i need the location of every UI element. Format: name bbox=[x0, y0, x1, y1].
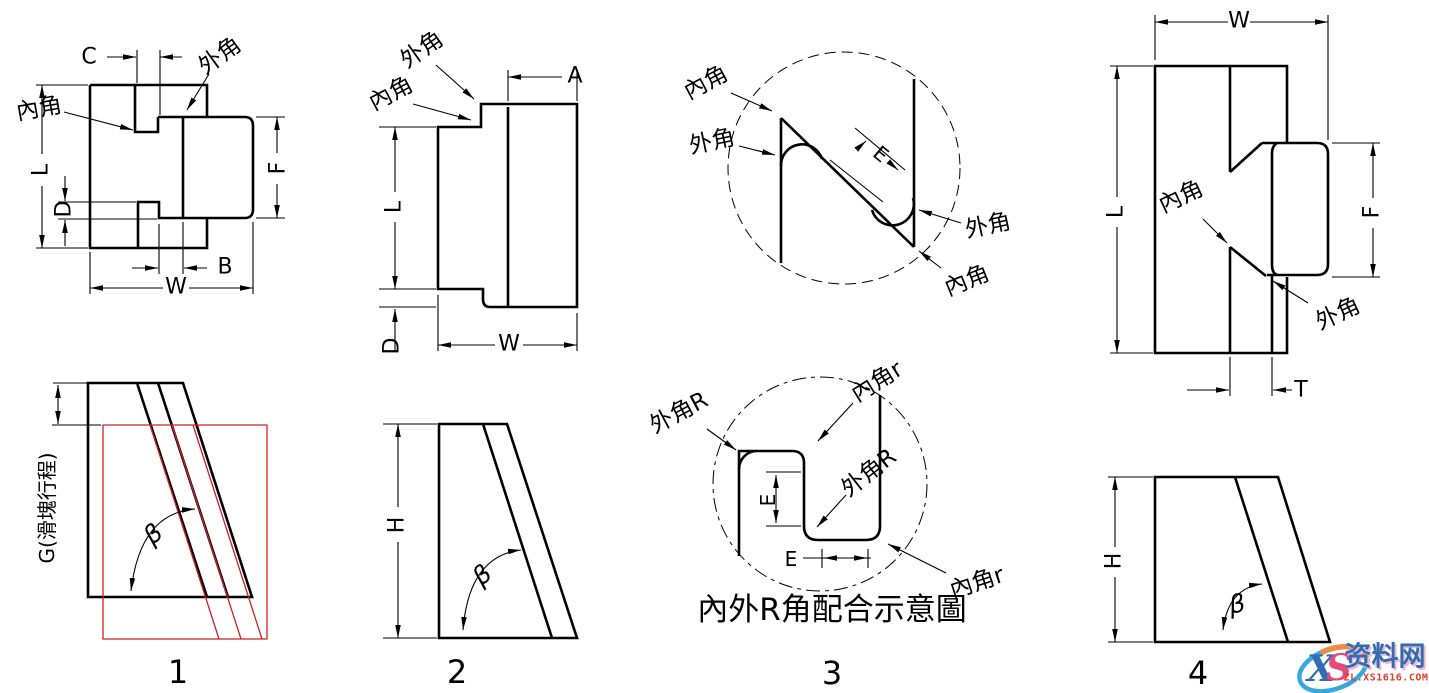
dim-d: D bbox=[380, 338, 405, 355]
fig3-right-fillet-arc bbox=[870, 197, 916, 227]
fig3-left-fillet-arc bbox=[779, 143, 824, 167]
dim-l: L bbox=[1104, 205, 1129, 218]
fig3-top-detail-circle: E 內角 外角 外角 內角 bbox=[680, 51, 1013, 302]
label-inner-r-top: 內角r bbox=[847, 356, 908, 408]
figure-3-number: 3 bbox=[822, 654, 842, 692]
leader-inner-corner bbox=[63, 111, 134, 131]
fig2-angle-arc bbox=[461, 548, 522, 631]
label-outer-corner-left: 外角 bbox=[687, 125, 737, 160]
label-slider-stroke: G(滑塊行程) bbox=[35, 452, 59, 563]
watermark-site-url: ZL.XS1616.COM bbox=[1344, 673, 1429, 684]
dim-c: C bbox=[81, 45, 96, 70]
leader-inner-corner bbox=[412, 103, 472, 121]
detail-circle bbox=[727, 51, 961, 285]
logo-letter-x: X bbox=[1305, 648, 1337, 690]
dim-l: L bbox=[382, 200, 407, 213]
dim-w: W bbox=[498, 332, 520, 357]
label-outer-corner: 外角 bbox=[396, 26, 449, 74]
watermark-site-shadow: 资料网 bbox=[1347, 644, 1428, 675]
fig4-top-interlock-view: W L F T 內角 外角 bbox=[1104, 9, 1385, 403]
label-outer-corner: 外角 bbox=[1312, 292, 1365, 335]
fig4-bottom-wedge-view: H β 4 bbox=[1102, 475, 1332, 692]
dim-w: W bbox=[1228, 9, 1250, 34]
dim-a: A bbox=[567, 64, 582, 89]
dim-t: T bbox=[1293, 378, 1308, 403]
fig3-corner-r-arc bbox=[737, 449, 758, 470]
dim-e-vertical: E bbox=[756, 494, 780, 507]
fig1-red-slide-outline bbox=[102, 424, 268, 640]
label-outer-r-mid: 外角R bbox=[837, 444, 902, 503]
logo-swoosh-orange bbox=[1319, 643, 1370, 664]
fig1-left-block-outline bbox=[90, 83, 209, 117]
figure-2-number: 2 bbox=[447, 653, 467, 691]
label-inner-corner-tl: 內角 bbox=[680, 61, 733, 106]
fig1-left-block-outline-2 bbox=[88, 85, 209, 250]
fig4-main-block-outline bbox=[1153, 64, 1289, 355]
fig4-upper-chamfer bbox=[1229, 142, 1263, 173]
label-inner-corner: 內角 bbox=[14, 92, 64, 126]
angle-beta: β bbox=[466, 559, 498, 592]
fig4-angle-arc bbox=[1221, 582, 1263, 631]
figure-4-number: 4 bbox=[1188, 654, 1208, 692]
leader-outer-corner bbox=[435, 64, 475, 100]
fig2-top-interlock-view: A L D W 外角 內角 bbox=[365, 26, 583, 356]
angle-beta: β bbox=[137, 518, 169, 551]
fig1-bottom-wedge-view: G(滑塊行程) β 1 bbox=[35, 381, 268, 691]
fig2-block-outline bbox=[436, 102, 579, 309]
fig3-bottom-r-fit-detail: E E 外角R 內角r 外角R 內角r 內外R角配合示意圖 3 bbox=[646, 356, 1008, 692]
watermark-logo: X S 资料网 资料网 ZL.XS1616.COM bbox=[1297, 642, 1429, 693]
fig4-tongue-outline bbox=[1262, 141, 1330, 277]
dim-l: L bbox=[29, 163, 54, 176]
fig4-lower-chamfer bbox=[1229, 245, 1267, 278]
fig3-diagonal-parting bbox=[780, 117, 915, 248]
fig3-step-outline bbox=[737, 395, 882, 556]
fig1-top-interlock-view: C L D B W F 外角 內角 bbox=[14, 32, 290, 300]
watermark-site-name: 资料网 bbox=[1345, 642, 1426, 673]
dim-e-horizontal: E bbox=[785, 547, 798, 571]
dim-h: H bbox=[385, 517, 410, 534]
fig1-wedge-outline bbox=[86, 381, 254, 599]
fig1-right-block-outline bbox=[136, 115, 255, 248]
label-outer-r-tl: 外角R bbox=[646, 387, 713, 439]
dim-b: B bbox=[217, 255, 232, 280]
fig2-bottom-wedge-view: H β 2 bbox=[383, 422, 579, 691]
logo-letter-s: S bbox=[1326, 647, 1352, 689]
fig1-slot-outline bbox=[133, 85, 160, 134]
fig4-tongue-left-edge bbox=[1270, 141, 1278, 277]
fig4-wedge-outline bbox=[1153, 475, 1332, 644]
dim-f: F bbox=[1360, 206, 1385, 219]
dim-f: F bbox=[266, 162, 291, 175]
label-inner-corner: 內角 bbox=[1155, 175, 1208, 218]
fig1-angle-arc bbox=[129, 507, 196, 592]
label-inner-corner-br: 內角 bbox=[941, 260, 993, 301]
dim-h: H bbox=[1102, 553, 1127, 570]
fig2-wedge-outline bbox=[437, 422, 579, 640]
label-inner-corner: 內角 bbox=[365, 72, 418, 117]
figure-1-number: 1 bbox=[168, 653, 188, 691]
fig3-caption: 內外R角配合示意圖 bbox=[697, 592, 967, 628]
label-outer-corner: 外角 bbox=[194, 32, 246, 80]
dim-d: D bbox=[52, 201, 77, 218]
detail-circle bbox=[712, 376, 928, 592]
dim-w: W bbox=[165, 275, 187, 300]
label-outer-corner-right: 外角 bbox=[963, 209, 1013, 244]
leader-outer-corner bbox=[186, 73, 210, 111]
angle-beta: β bbox=[1226, 588, 1248, 620]
